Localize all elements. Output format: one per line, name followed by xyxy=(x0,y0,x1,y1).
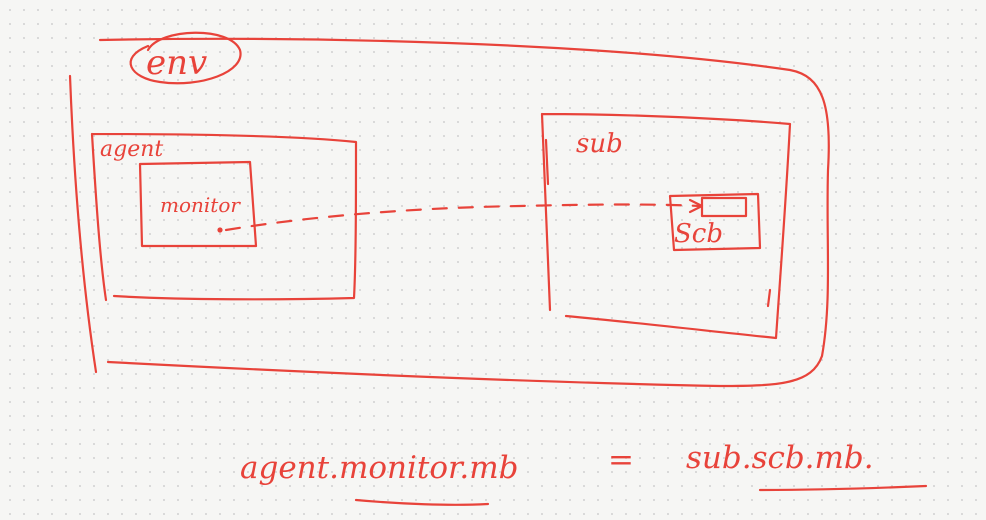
sub-box xyxy=(540,112,792,340)
scb-box xyxy=(668,192,762,252)
formula-equals: = xyxy=(608,442,634,478)
env-ellipse xyxy=(129,31,242,85)
monitor-box-group: monitor xyxy=(138,160,258,248)
sub-box-inner-tick xyxy=(544,138,550,186)
monitor-dot xyxy=(217,227,223,233)
scb-label: Scb xyxy=(674,219,723,249)
agent-box xyxy=(90,132,358,302)
formula-left-underline xyxy=(354,498,490,506)
monitor-label: monitor xyxy=(160,193,241,217)
scb-box-group: Scb xyxy=(668,192,762,252)
formula-left: agent.monitor.mb xyxy=(240,450,519,486)
monitor-box xyxy=(138,160,258,248)
env-label: env xyxy=(146,43,207,83)
sub-label: sub xyxy=(576,129,623,159)
sub-box-group: sub xyxy=(540,112,792,340)
formula-right-underline xyxy=(758,484,928,492)
formula-right: sub.scb.mb. xyxy=(686,440,874,476)
env-box xyxy=(68,37,830,388)
sub-box-right-tick xyxy=(766,288,772,308)
dashed-connector xyxy=(224,203,702,232)
connector-arrowhead xyxy=(688,198,704,214)
formula: agent.monitor.mb = sub.scb.mb. xyxy=(240,440,928,506)
env-label-group: env xyxy=(129,31,242,85)
scb-inner-box xyxy=(700,196,748,218)
agent-label: agent xyxy=(100,137,163,162)
agent-box-group: agent xyxy=(90,132,358,302)
